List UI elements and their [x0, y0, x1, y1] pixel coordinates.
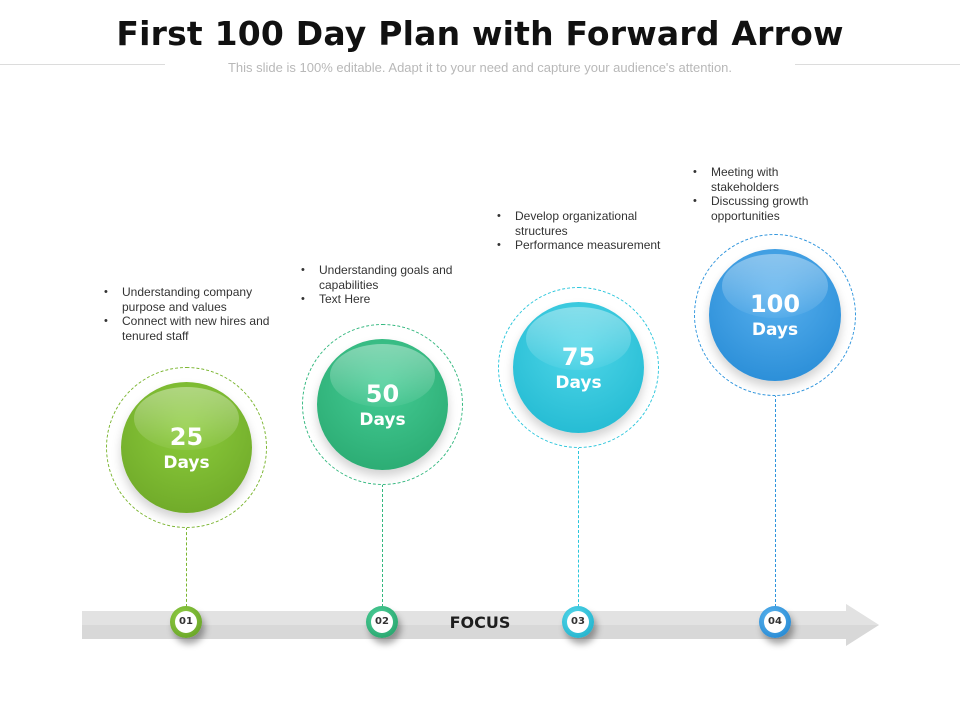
marker-label: 01	[175, 611, 197, 633]
bullet-item: Understanding company purpose and values	[102, 285, 272, 314]
step-marker[interactable]: 03	[562, 606, 594, 638]
step-marker[interactable]: 01	[170, 606, 202, 638]
bullet-item: Discussing growth opportunities	[691, 194, 831, 223]
bullet-item: Understanding goals and capabilities	[299, 263, 459, 292]
step-bullets: Understanding goals and capabilities Tex…	[299, 263, 459, 307]
step-number: 100	[749, 290, 801, 318]
step-connector	[775, 394, 776, 607]
step-unit: Days	[163, 453, 210, 473]
step-circle[interactable]: 75 Days	[513, 302, 644, 433]
bullet-item: Text Here	[299, 292, 459, 307]
step-number: 50	[365, 380, 400, 408]
step-connector	[578, 446, 579, 607]
step-unit: Days	[359, 410, 406, 430]
page-subtitle: This slide is 100% editable. Adapt it to…	[227, 60, 733, 75]
step-number: 75	[561, 343, 596, 371]
step-number: 25	[169, 423, 204, 451]
step-unit: Days	[555, 373, 602, 393]
step-bullets: Meeting with stakeholders Discussing gro…	[691, 165, 831, 223]
step-bullets: Develop organizational structures Perfor…	[495, 209, 665, 253]
gloss-highlight	[134, 387, 239, 451]
step-connector	[382, 484, 383, 607]
step-circle[interactable]: 100 Days	[709, 249, 841, 381]
step-connector	[186, 527, 187, 607]
title-divider-right	[795, 64, 960, 65]
step-circle[interactable]: 25 Days	[121, 382, 252, 513]
marker-label: 03	[567, 611, 589, 633]
bullet-item: Performance measurement	[495, 238, 665, 253]
title-divider-left	[0, 64, 165, 65]
gloss-highlight	[722, 254, 828, 318]
step-marker[interactable]: 04	[759, 606, 791, 638]
bullet-item: Develop organizational structures	[495, 209, 665, 238]
step-bullets: Understanding company purpose and values…	[102, 285, 272, 343]
page-title: First 100 Day Plan with Forward Arrow	[116, 14, 844, 53]
gloss-highlight	[330, 344, 435, 408]
bullet-item: Meeting with stakeholders	[691, 165, 831, 194]
gloss-highlight	[526, 307, 631, 371]
step-circle[interactable]: 50 Days	[317, 339, 448, 470]
marker-label: 04	[764, 611, 786, 633]
marker-label: 02	[371, 611, 393, 633]
step-marker[interactable]: 02	[366, 606, 398, 638]
bullet-item: Connect with new hires and tenured staff	[102, 314, 272, 343]
step-unit: Days	[751, 320, 799, 340]
arrow-label: FOCUS	[449, 613, 511, 632]
